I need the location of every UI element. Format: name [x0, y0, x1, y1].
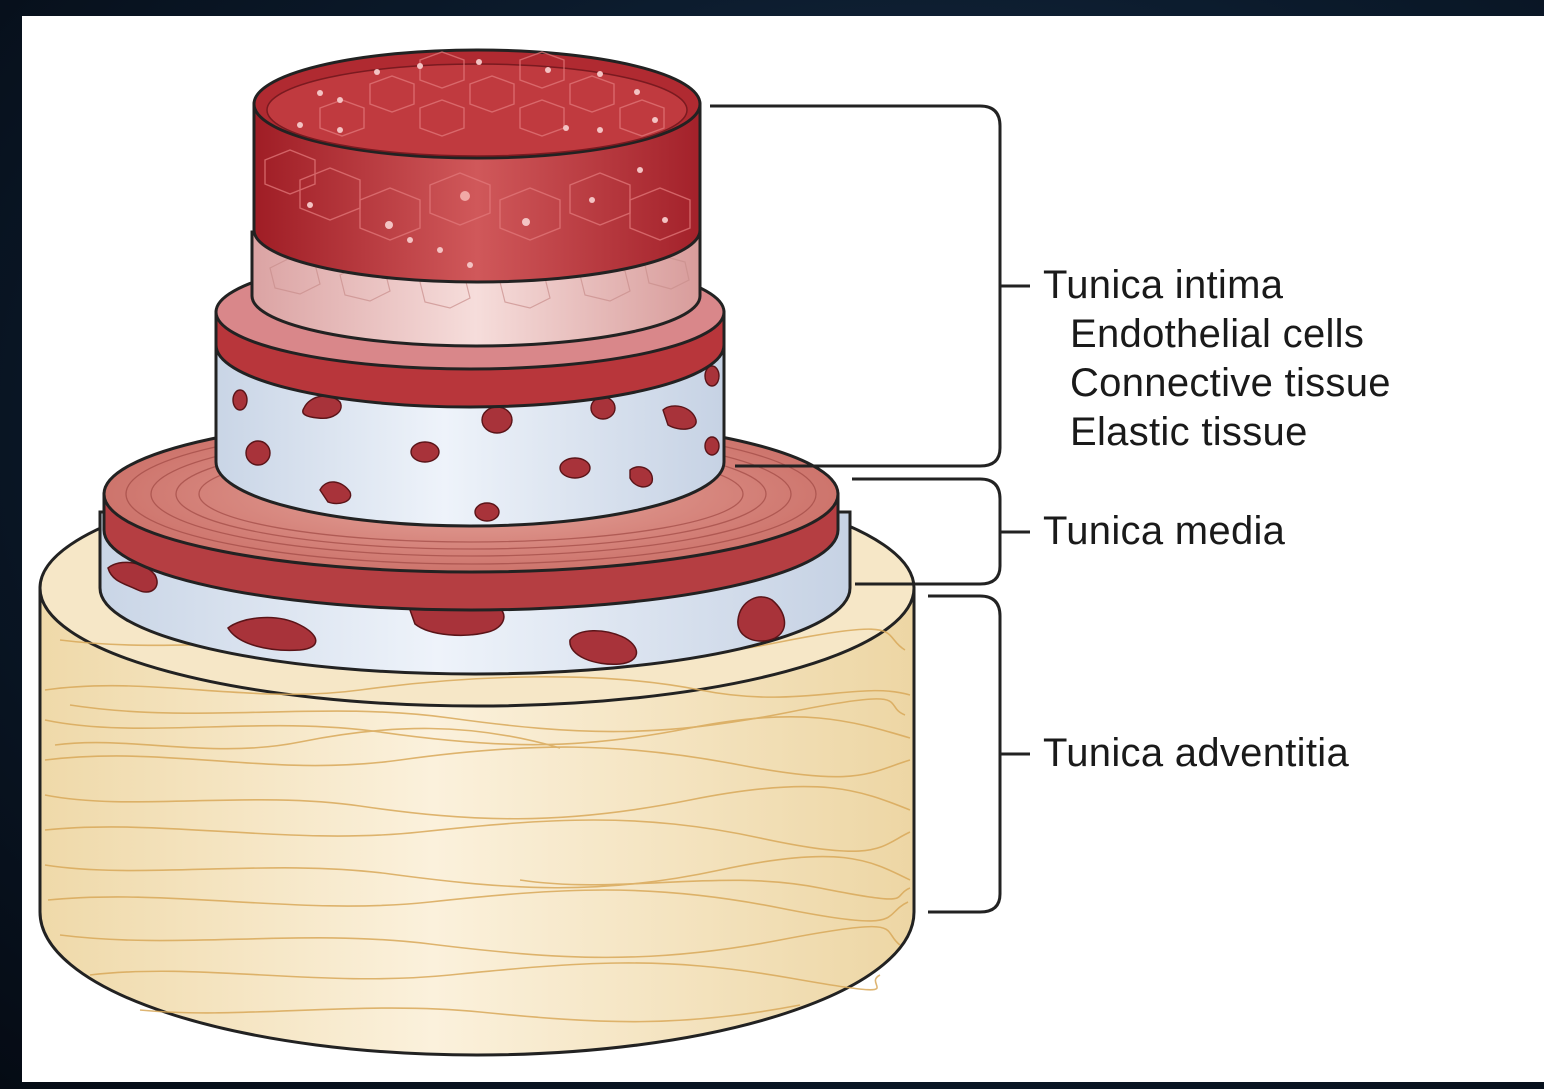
label-tunica-intima: Tunica intima: [1043, 263, 1283, 308]
label-tunica-adventitia: Tunica adventitia: [1043, 731, 1349, 776]
label-endothelial-cells: Endothelial cells: [1070, 312, 1364, 357]
intima-bracket: [710, 106, 1000, 466]
label-connective-tissue: Connective tissue: [1070, 361, 1391, 406]
label-elastic-tissue: Elastic tissue: [1070, 410, 1308, 455]
endothelium-cylinder: [254, 50, 700, 282]
label-tunica-media: Tunica media: [1043, 509, 1285, 554]
adventitia-bracket: [928, 596, 1000, 912]
